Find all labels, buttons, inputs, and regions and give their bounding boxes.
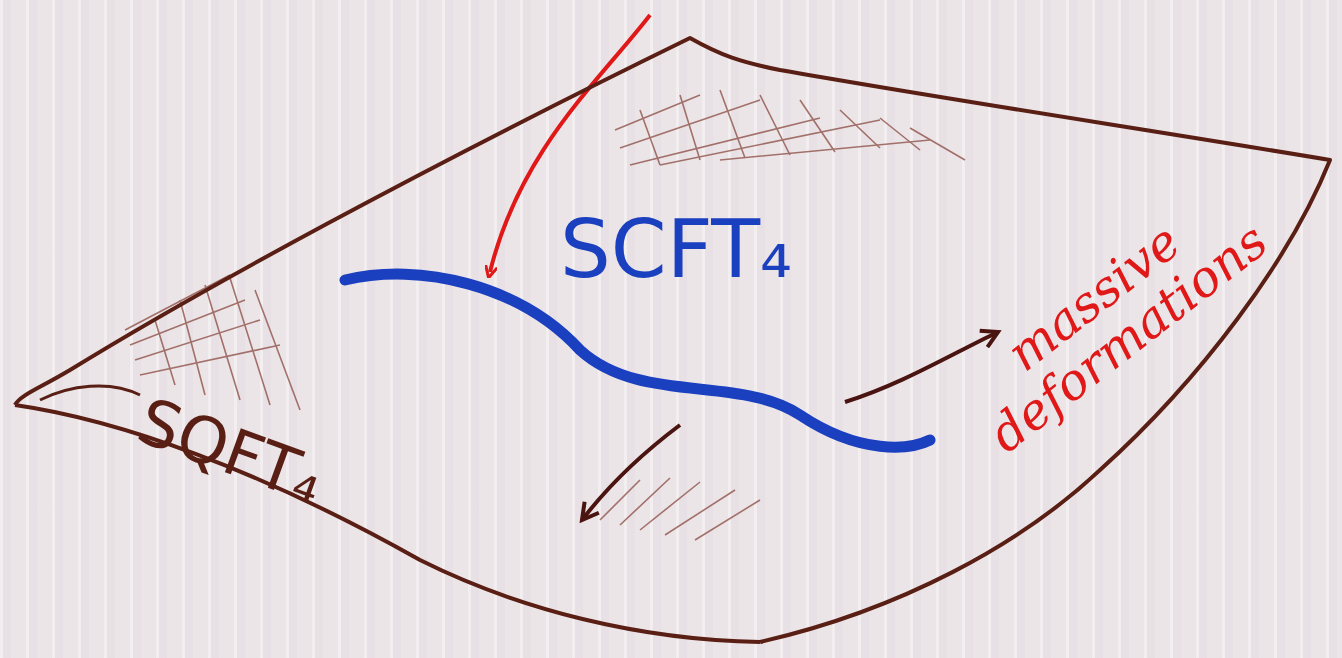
surface-label: SQFT₄	[129, 387, 332, 516]
curve-label: SCFT₄	[560, 208, 792, 292]
surface-edge	[15, 405, 760, 642]
conformal-curve	[345, 274, 930, 447]
deformation-arrow	[582, 425, 680, 520]
deformation-arrow	[845, 332, 998, 402]
note-label: massive deformations	[948, 175, 1273, 461]
fold-line	[40, 386, 140, 400]
hatching	[125, 90, 965, 540]
